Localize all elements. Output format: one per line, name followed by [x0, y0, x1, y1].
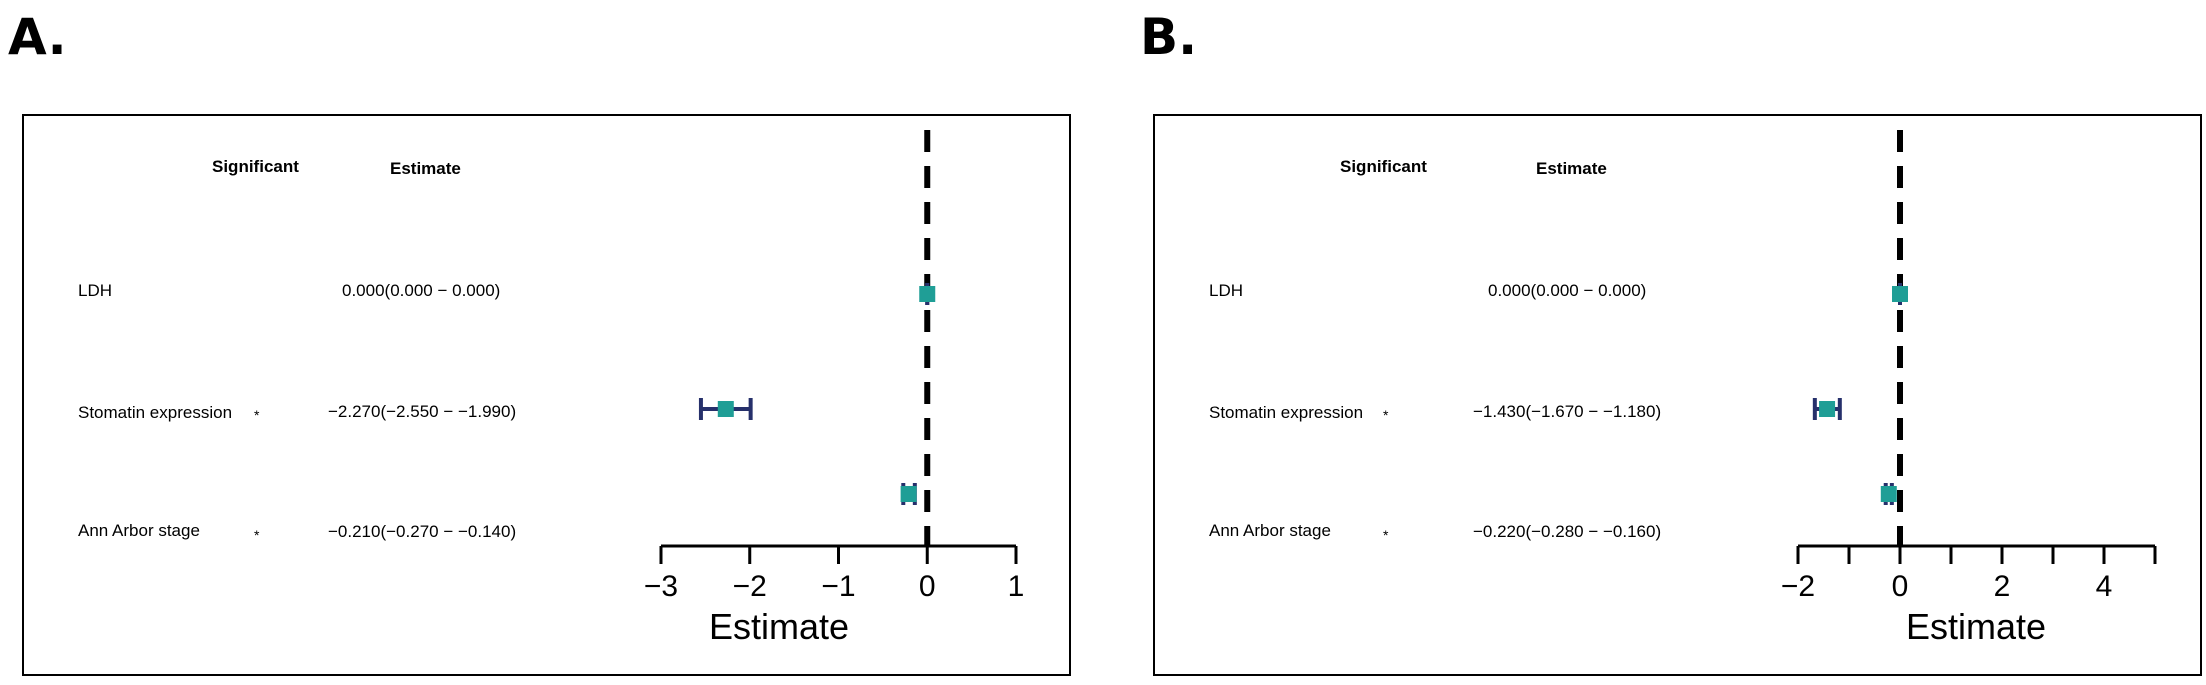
- header-significant: Significant: [1340, 157, 1427, 176]
- forest-plot-panel-b: Significant Estimate LDH 0.000(0.000 − 0…: [1153, 114, 2202, 676]
- row-label-ldh: LDH: [1209, 281, 1244, 300]
- row-star-stomatin: *: [1383, 407, 1389, 423]
- x-axis-title: Estimate: [709, 606, 849, 647]
- header-significant: Significant: [212, 157, 299, 176]
- row-label-ann-arbor: Ann Arbor stage: [78, 521, 200, 540]
- row-star-stomatin: *: [254, 407, 260, 423]
- row-estimate-ann-arbor: −0.220(−0.280 − −0.160): [1473, 522, 1662, 541]
- x-tick-label: 1: [1008, 570, 1025, 603]
- x-tick-label: 0: [919, 570, 936, 603]
- x-tick-label: −2: [1781, 570, 1815, 603]
- point-estimate: [900, 486, 917, 502]
- header-estimate: Estimate: [1536, 159, 1607, 178]
- point-estimate: [1819, 401, 1836, 417]
- row-star-ann-arbor: *: [254, 527, 260, 543]
- row-label-ann-arbor: Ann Arbor stage: [1209, 521, 1331, 540]
- x-tick-label: 0: [1892, 570, 1909, 603]
- x-tick-label: −3: [644, 570, 678, 603]
- row-estimate-ann-arbor: −0.210(−0.270 − −0.140): [328, 522, 517, 541]
- row-label-stomatin: Stomatin expression: [78, 403, 233, 422]
- row-estimate-ldh: 0.000(0.000 − 0.000): [1488, 281, 1647, 300]
- header-estimate: Estimate: [390, 159, 461, 178]
- row-estimate-stomatin: −1.430(−1.670 − −1.180): [1473, 402, 1662, 421]
- panel-a-letter: A.: [8, 8, 67, 66]
- row-label-stomatin: Stomatin expression: [1209, 403, 1364, 422]
- row-label-ldh: LDH: [78, 281, 113, 300]
- x-tick-label: −1: [821, 570, 855, 603]
- row-estimate-stomatin: −2.270(−2.550 − −1.990): [328, 402, 517, 421]
- x-tick-label: 4: [2096, 570, 2113, 603]
- point-estimate: [717, 401, 734, 417]
- row-star-ann-arbor: *: [1383, 527, 1389, 543]
- point-estimate: [919, 286, 936, 302]
- row-estimate-ldh: 0.000(0.000 − 0.000): [342, 281, 501, 300]
- panel-b-letter: B.: [1140, 8, 1198, 66]
- point-estimate: [1892, 286, 1908, 302]
- x-tick-label: −2: [733, 570, 767, 603]
- point-estimate: [1880, 486, 1897, 502]
- x-axis-title: Estimate: [1906, 606, 2046, 647]
- forest-plot-panel-a: Significant Estimate LDH 0.000(0.000 − 0…: [22, 114, 1071, 676]
- x-tick-label: 2: [1994, 570, 2011, 603]
